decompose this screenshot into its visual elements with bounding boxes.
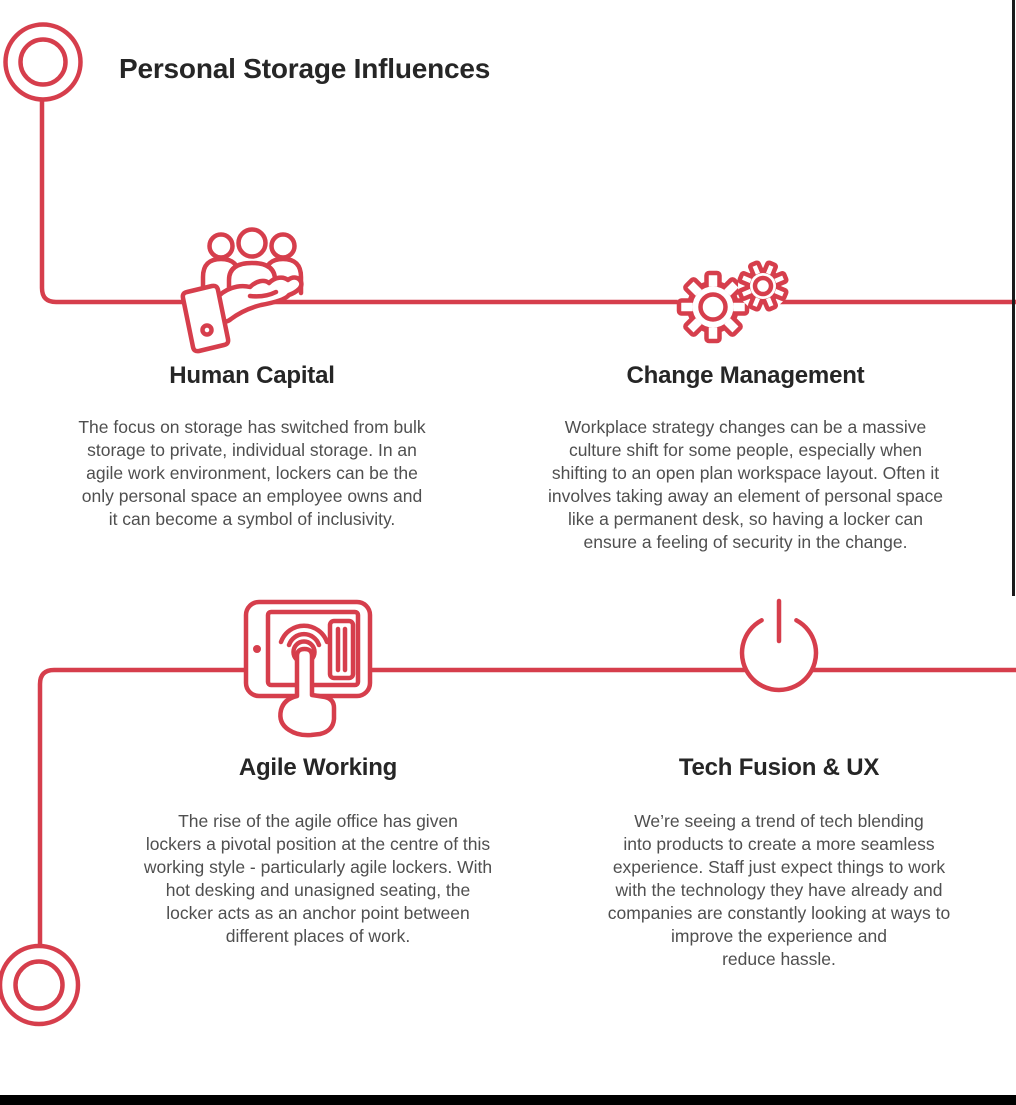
section-title: Agile Working — [238, 754, 398, 781]
gears-icon — [676, 260, 789, 344]
section-tech-fusion-body: We’re seeing a trend of tech blending in… — [579, 810, 979, 971]
section-human-capital-body: The focus on storage has switched from b… — [47, 416, 457, 531]
timeline-path — [37, 97, 1016, 947]
section-human-capital-title: Human Capital — [47, 362, 457, 390]
page-edge-line — [1012, 0, 1015, 596]
section-body: We’re seeing a trend of tech blending in… — [607, 811, 951, 969]
section-agile-working-title: Agile Working — [103, 754, 533, 782]
section-body: The focus on storage has switched from b… — [78, 417, 426, 529]
section-title: Change Management — [626, 362, 865, 389]
section-body: Workplace strategy changes can be a mass… — [548, 417, 943, 552]
section-tech-fusion-title: Tech Fusion & UX — [564, 754, 994, 782]
section-title: Tech Fusion & UX — [678, 754, 880, 781]
footer-bar — [0, 1095, 1016, 1105]
section-change-management-body: Workplace strategy changes can be a mass… — [518, 416, 973, 554]
page-title: Personal Storage Influences — [119, 53, 491, 84]
power-icon — [739, 598, 819, 693]
tablet-touch-icon — [243, 599, 373, 738]
section-change-management-title: Change Management — [518, 362, 973, 390]
section-title: Human Capital — [169, 362, 335, 389]
timeline-marker-top-icon — [3, 22, 83, 102]
people-hand-icon — [180, 227, 304, 354]
timeline-marker-bottom-icon — [0, 943, 81, 1027]
section-agile-working-body: The rise of the agile office has given l… — [103, 810, 533, 948]
section-body: The rise of the agile office has given l… — [143, 811, 493, 946]
